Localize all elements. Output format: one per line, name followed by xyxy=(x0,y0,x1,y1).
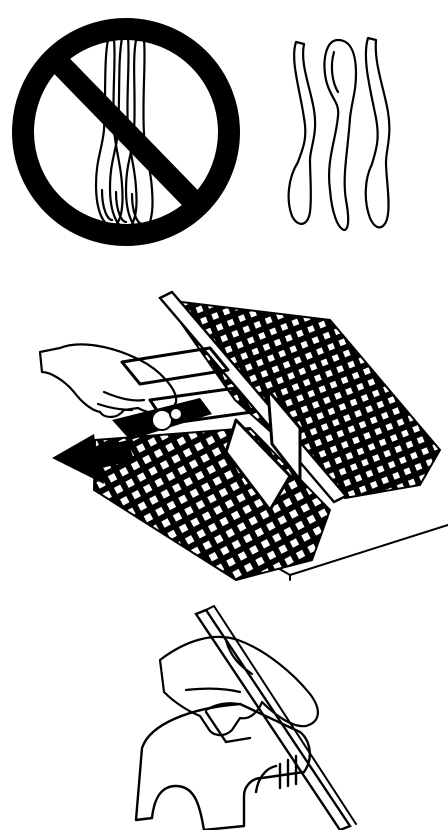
cutlery-rack-panel xyxy=(0,280,448,590)
separated-spoon-right xyxy=(366,38,390,227)
latch-bracket xyxy=(136,704,310,830)
cutlery-rack-illustration xyxy=(0,280,448,590)
middle-spoon-bowl-line xyxy=(332,52,338,92)
spoon-placement-illustration xyxy=(0,0,448,250)
spoon-placement-panel xyxy=(0,0,448,250)
separated-spoon-left xyxy=(289,42,315,224)
spoons-placed-separately xyxy=(289,38,390,230)
prohibited-nested-spoons xyxy=(23,29,229,235)
separated-spoon-middle xyxy=(325,40,357,230)
rack-latch-illustration xyxy=(0,600,448,830)
rack-latch-panel xyxy=(0,600,448,830)
hand-pressing-latch xyxy=(160,637,318,735)
